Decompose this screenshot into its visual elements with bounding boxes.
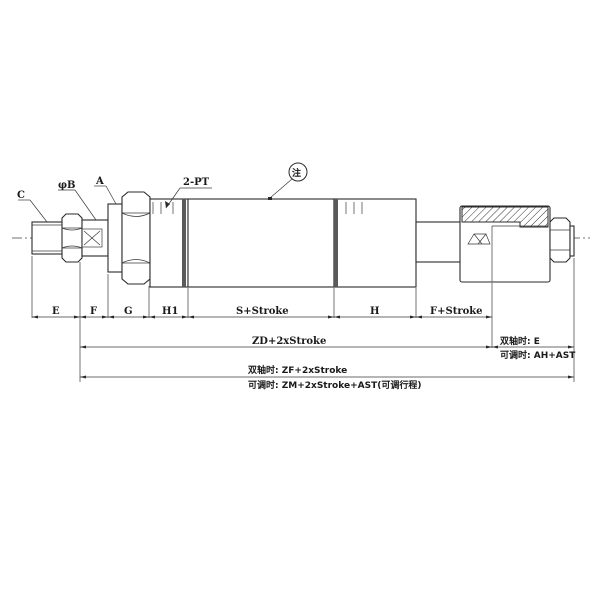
- dimension-row-2: ZD+2xStroke 双轴时: E 可调时: AH+AST: [80, 335, 576, 361]
- rod-lock-nut: [61, 213, 83, 263]
- svg-text:H1: H1: [162, 306, 178, 317]
- callout-c: C: [17, 190, 48, 223]
- cylinder-barrel: [187, 198, 335, 288]
- callout-phi-b: φB: [58, 180, 97, 221]
- svg-text:φB: φB: [58, 180, 76, 191]
- svg-text:H: H: [370, 306, 379, 317]
- callout-a: A: [94, 176, 117, 205]
- dimension-row-3: 双轴时: ZF+2xStroke 可调时: ZM+2xStroke+AST(可调…: [80, 364, 574, 391]
- svg-text:双轴时: E: 双轴时: E: [500, 335, 540, 347]
- svg-text:E: E: [52, 306, 60, 317]
- svg-text:G: G: [124, 306, 133, 317]
- callout-2-pt: 2-PT: [165, 177, 212, 209]
- svg-text:F+Stroke: F+Stroke: [430, 306, 483, 317]
- svg-text:F: F: [90, 306, 97, 317]
- stroke-adjuster-sleeve: [459, 205, 551, 283]
- svg-text:2-PT: 2-PT: [183, 177, 210, 188]
- svg-text:注: 注: [292, 167, 301, 179]
- rear-lock-nut: [549, 217, 575, 263]
- threaded-rod-end: [31, 221, 65, 255]
- mounting-flange: [107, 203, 123, 273]
- callout-note: 注: [268, 162, 308, 200]
- svg-text:S+Stroke: S+Stroke: [236, 306, 289, 317]
- rear-piston-rod: [415, 221, 465, 263]
- svg-text:可调时: AH+AST: 可调时: AH+AST: [500, 349, 576, 361]
- svg-text:双轴时: ZF+2xStroke: 双轴时: ZF+2xStroke: [248, 364, 347, 376]
- front-cover: [149, 198, 189, 288]
- mounting-hex-nut: [121, 191, 151, 285]
- dimension-row-1: E F G H1 S+Stroke H F+Stroke: [32, 306, 492, 319]
- rod-wrench-flat: [81, 219, 109, 257]
- extension-lines: [31, 256, 575, 382]
- svg-text:A: A: [95, 176, 104, 187]
- svg-text:C: C: [17, 190, 25, 201]
- svg-text:可调时: ZM+2xStroke+AST(可调行程): 可调时: ZM+2xStroke+AST(可调行程): [248, 379, 421, 391]
- svg-text:ZD+2xStroke: ZD+2xStroke: [252, 336, 326, 347]
- rear-cover: [333, 198, 417, 288]
